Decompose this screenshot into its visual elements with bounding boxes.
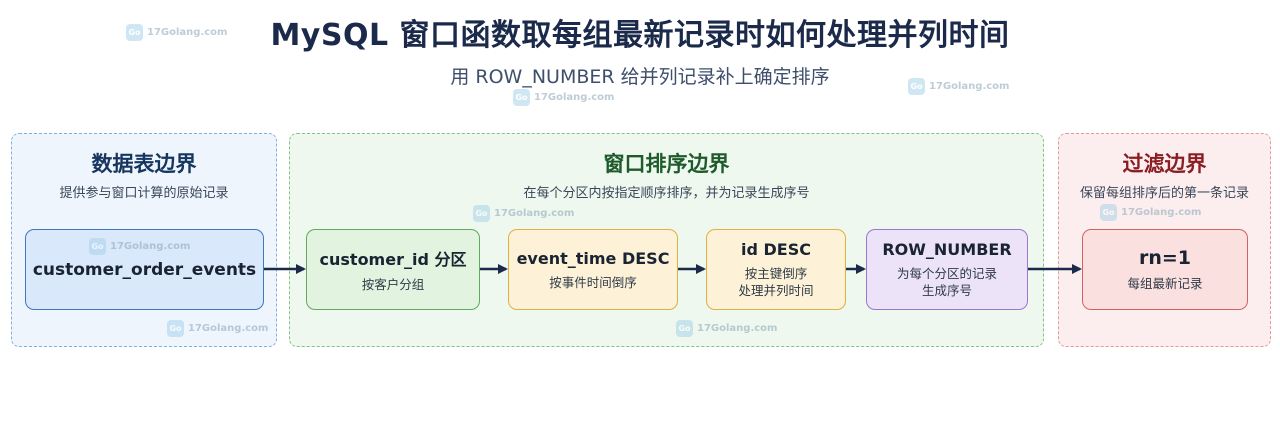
watermark: Go 17Golang.com [1100,204,1201,221]
watermark-logo-icon: Go [473,205,490,222]
node-sublabel: 按客户分组 [361,277,425,292]
node-label: event_time DESC [516,248,670,268]
region-desc: 在每个分区内按指定顺序排序，并为记录生成序号 [523,186,810,201]
watermark-logo-icon: Go [908,78,925,95]
watermark: Go 17Golang.com [513,89,614,106]
node-sublabel-line: 处理并列时间 [738,283,814,298]
node-sublabel: 按事件时间倒序 [549,274,637,290]
region-desc: 保留每组排序后的第一条记录 [1079,186,1249,201]
node-event-time-desc: event_time DESC 按事件时间倒序 [508,229,678,310]
watermark-logo-icon: Go [513,89,530,106]
watermark: Go 17Golang.com [676,320,777,337]
watermark-logo-icon: Go [167,320,184,337]
node-sublabel: 每组最新记录 [1127,276,1203,291]
watermark: Go 17Golang.com [908,78,1009,95]
node-sublabel-line: 为每个分区的记录 [896,266,997,281]
node-label: id DESC [741,240,811,259]
node-row-number: ROW_NUMBER 为每个分区的记录 生成序号 [866,229,1028,310]
watermark-logo-icon: Go [126,24,143,41]
page-title: MySQL 窗口函数取每组最新记录时如何处理并列时间 [270,18,1010,53]
node-label: ROW_NUMBER [882,240,1012,259]
region-desc: 提供参与窗口计算的原始记录 [59,186,229,201]
watermark: Go 17Golang.com [89,238,190,255]
node-customer-order-events: customer_order_events [25,229,264,310]
watermark-text: 17Golang.com [110,241,191,252]
watermark-text: 17Golang.com [1121,207,1202,218]
watermark: Go 17Golang.com [473,205,574,222]
region-title: 过滤边界 [1122,152,1207,176]
region-title: 数据表边界 [91,152,197,176]
node-id-desc: id DESC 按主键倒序 处理并列时间 [706,229,846,310]
node-label: customer_id 分区 [319,250,467,269]
node-rn-equals-1: rn=1 每组最新记录 [1082,229,1248,310]
node-label: customer_order_events [32,259,257,280]
node-sublabel-line: 按主键倒序 [744,266,808,281]
node-sublabel-line: 生成序号 [921,283,972,298]
watermark: Go 17Golang.com [167,320,268,337]
node-customer-id-partition: customer_id 分区 按客户分组 [306,229,480,310]
watermark-text: 17Golang.com [929,81,1010,92]
watermark-text: 17Golang.com [697,323,778,334]
watermark-logo-icon: Go [1100,204,1117,221]
watermark: Go 17Golang.com [126,24,227,41]
page-subtitle: 用 ROW_NUMBER 给并列记录补上确定排序 [450,66,830,88]
watermark-logo-icon: Go [89,238,106,255]
watermark-text: 17Golang.com [494,208,575,219]
node-sublabel: 为每个分区的记录 生成序号 [897,265,997,299]
region-title: 窗口排序边界 [603,152,730,176]
watermark-logo-icon: Go [676,320,693,337]
watermark-text: 17Golang.com [534,92,615,103]
node-sublabel: 按主键倒序 处理并列时间 [738,265,813,299]
watermark-text: 17Golang.com [147,27,228,38]
watermark-text: 17Golang.com [188,323,269,334]
node-label: rn=1 [1138,247,1192,269]
